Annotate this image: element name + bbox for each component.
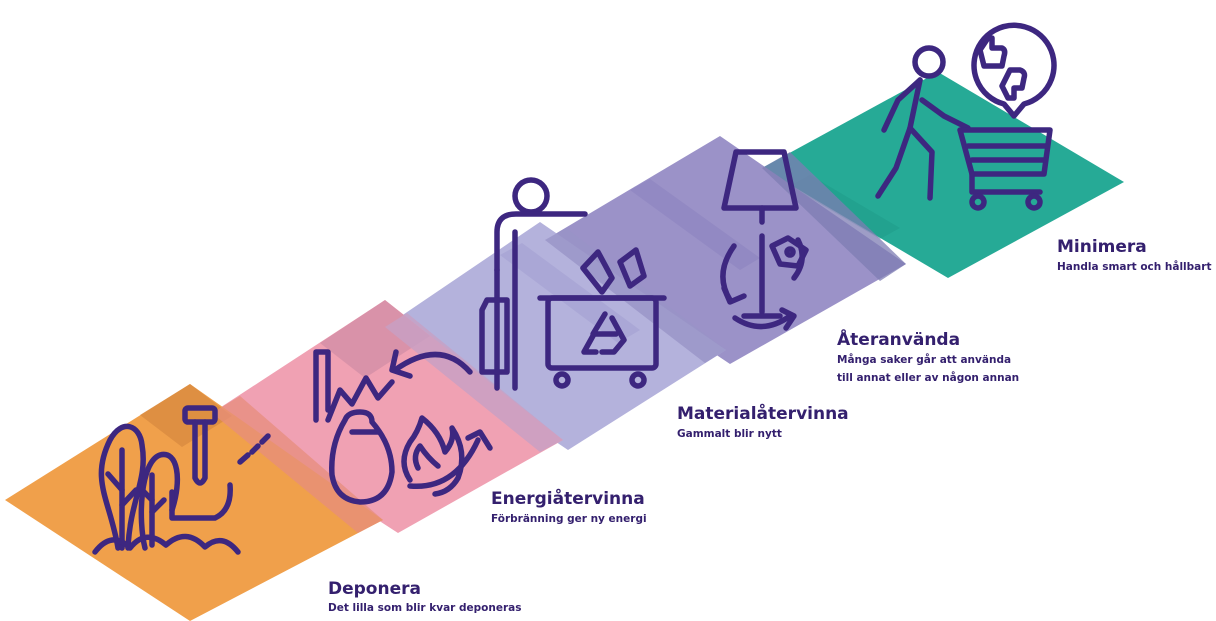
minimera-title: Minimera xyxy=(1057,237,1147,257)
ateranvanda-title: Återanvända xyxy=(837,330,961,350)
deponera-title: Deponera xyxy=(328,579,421,599)
tile-ateranvanda-overlap xyxy=(762,152,906,281)
shopping-cart-icon xyxy=(875,22,1057,211)
tile-minimera-top xyxy=(762,72,1124,278)
minimera-description: Handla smart och hållbart xyxy=(1057,261,1212,273)
tile-energi-overlap-2 xyxy=(385,313,563,452)
energi-title: Energiåtervinna xyxy=(491,489,645,509)
tile-energi-top xyxy=(212,300,563,533)
material-title: Materialåtervinna xyxy=(677,404,849,424)
tile-material-top xyxy=(385,222,726,450)
incineration-icon xyxy=(313,349,493,505)
energi-description: Förbränning ger ny energi xyxy=(491,513,647,525)
deponera-description: Det lilla som blir kvar deponeras xyxy=(328,602,522,614)
ateranvanda-description-line2: till annat eller av någon annan xyxy=(837,372,1020,384)
tile-ateranvanda-shade xyxy=(630,179,760,270)
ateranvanda-description-line1: Många saker går att använda xyxy=(837,354,1012,366)
reuse-lamp-icon xyxy=(720,149,809,331)
tile-deponera-top xyxy=(5,384,383,621)
tile-deponera-overlap-2 xyxy=(212,396,383,533)
recycling-bin-icon xyxy=(479,177,667,391)
tile-energi xyxy=(212,300,563,533)
material-description: Gammalt blir nytt xyxy=(677,428,782,440)
landfill-icon xyxy=(92,405,271,555)
tile-ateranvanda xyxy=(545,136,906,364)
